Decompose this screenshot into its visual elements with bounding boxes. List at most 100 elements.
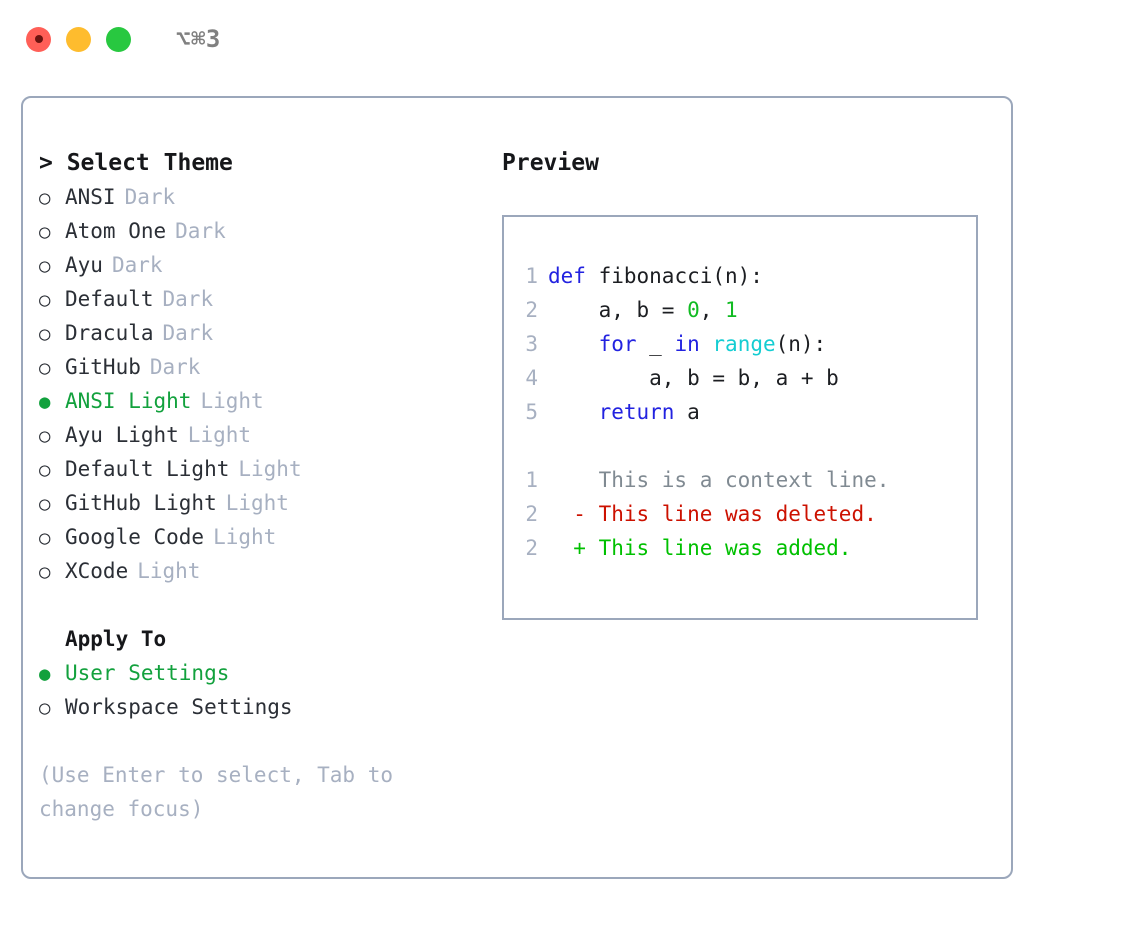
diff-marker: - (548, 502, 599, 526)
theme-option-ansi[interactable]: ○ ANSI Dark (39, 180, 469, 214)
code-line: 1 def fibonacci(n): (516, 259, 976, 293)
theme-option-variant-tag: Dark (124, 185, 176, 209)
theme-option-variant-tag: Light (200, 389, 264, 413)
theme-option-variant-tag: Light (213, 525, 277, 549)
code-token: range (712, 332, 776, 356)
radio-selected-icon: ● (39, 391, 51, 413)
radio-unselected-icon: ○ (39, 527, 51, 549)
theme-option-github[interactable]: ○ GitHub Dark (39, 350, 469, 384)
theme-option-dracula[interactable]: ○ Dracula Dark (39, 316, 469, 350)
diff-line: 2 + This line was added. (516, 531, 976, 565)
theme-option-label: Google Code (65, 525, 205, 549)
diff-text: This line was added. (598, 536, 852, 560)
theme-option-default[interactable]: ○ Default Dark (39, 282, 469, 316)
code-token: , (699, 298, 726, 322)
theme-option-variant-tag: Light (137, 559, 201, 583)
theme-option-variant-tag: Dark (162, 321, 214, 345)
code-line: 4 a, b = b, a + b (516, 361, 976, 395)
theme-option-label: Atom One (65, 219, 167, 243)
preview-heading: Preview (502, 150, 599, 176)
diff-line: 2 - This line was deleted. (516, 497, 976, 531)
apply-to-option-workspace-settings[interactable]: ○ Workspace Settings (39, 690, 469, 724)
maximize-window-button[interactable] (106, 26, 131, 52)
theme-option-variant-tag: Dark (111, 253, 163, 277)
theme-option-google-code[interactable]: ○ Google Code Light (39, 520, 469, 554)
keyboard-hint-text: (Use Enter to select, Tab to change focu… (39, 763, 406, 821)
radio-unselected-icon: ○ (39, 425, 51, 447)
code-token: fibonacci(n): (585, 264, 763, 288)
line-number: 2 (525, 502, 538, 526)
code-token: (n): (775, 332, 827, 356)
radio-unselected-icon: ○ (39, 493, 51, 515)
theme-option-ayu[interactable]: ○ Ayu Dark (39, 248, 469, 282)
code-token: a (674, 400, 700, 424)
code-token (700, 332, 713, 356)
diff-line: 1 This is a context line. (516, 463, 976, 497)
theme-option-label: Default Light (65, 457, 230, 481)
diff-marker: + (548, 536, 599, 560)
code-token: a, b = (548, 298, 688, 322)
radio-unselected-icon: ○ (39, 187, 51, 209)
theme-option-variant-tag: Dark (162, 287, 214, 311)
apply-to-option-user-settings[interactable]: ● User Settings (39, 656, 469, 690)
theme-option-variant-tag: Dark (175, 219, 226, 243)
radio-unselected-icon: ○ (39, 221, 51, 243)
code-token: return (598, 400, 675, 424)
code-token: _ (636, 332, 675, 356)
close-window-button[interactable] (26, 26, 51, 52)
theme-option-variant-tag: Dark (149, 355, 201, 379)
apply-to-heading: Apply To (65, 627, 167, 651)
diff-sample: 1 This is a context line.2 - This line w… (516, 463, 976, 565)
line-number: 5 (525, 400, 538, 424)
window-titlebar: ⌥⌘3 (0, 0, 1140, 78)
apply-to-list[interactable]: ● User Settings ○ Workspace Settings (39, 656, 469, 724)
code-line: 2 a, b = 0, 1 (516, 293, 976, 327)
theme-option-label: Dracula (65, 321, 154, 345)
radio-unselected-icon: ○ (39, 289, 51, 311)
theme-option-label: XCode (65, 559, 129, 583)
radio-unselected-icon: ○ (39, 697, 51, 719)
apply-to-option-label: Workspace Settings (65, 695, 293, 719)
radio-unselected-icon: ○ (39, 357, 51, 379)
code-token: for (598, 332, 637, 356)
code-diff-separator (516, 429, 976, 463)
code-token: 0 (687, 298, 700, 322)
list-spacer (39, 588, 469, 622)
radio-unselected-icon: ○ (39, 459, 51, 481)
line-number: 2 (525, 536, 538, 560)
diff-text: This is a context line. (598, 468, 890, 492)
radio-unselected-icon: ○ (39, 323, 51, 345)
code-token: def (548, 264, 586, 288)
select-theme-heading: > Select Theme (39, 150, 233, 176)
theme-option-variant-tag: Light (187, 423, 252, 447)
radio-unselected-icon: ○ (39, 255, 51, 277)
minimize-window-button[interactable] (66, 26, 91, 52)
line-number: 1 (525, 264, 538, 288)
line-number: 3 (525, 332, 538, 356)
theme-option-ansi-light[interactable]: ● ANSI Light Light (39, 384, 469, 418)
theme-option-label: GitHub (65, 355, 141, 379)
theme-option-label: Default (65, 287, 154, 311)
apply-to-option-label: User Settings (65, 661, 230, 685)
code-token: 1 (725, 298, 738, 322)
theme-option-atom-one[interactable]: ○ Atom One Dark (39, 214, 469, 248)
theme-option-label: ANSI Light (65, 389, 192, 413)
code-line: 3 for _ in range(n): (516, 327, 976, 361)
code-token (548, 400, 599, 424)
radio-selected-icon: ● (39, 663, 51, 685)
theme-option-label: Ayu (65, 253, 103, 277)
code-token (548, 332, 599, 356)
line-number: 2 (525, 298, 538, 322)
diff-text: This line was deleted. (598, 502, 877, 526)
theme-option-label: ANSI (65, 185, 116, 209)
